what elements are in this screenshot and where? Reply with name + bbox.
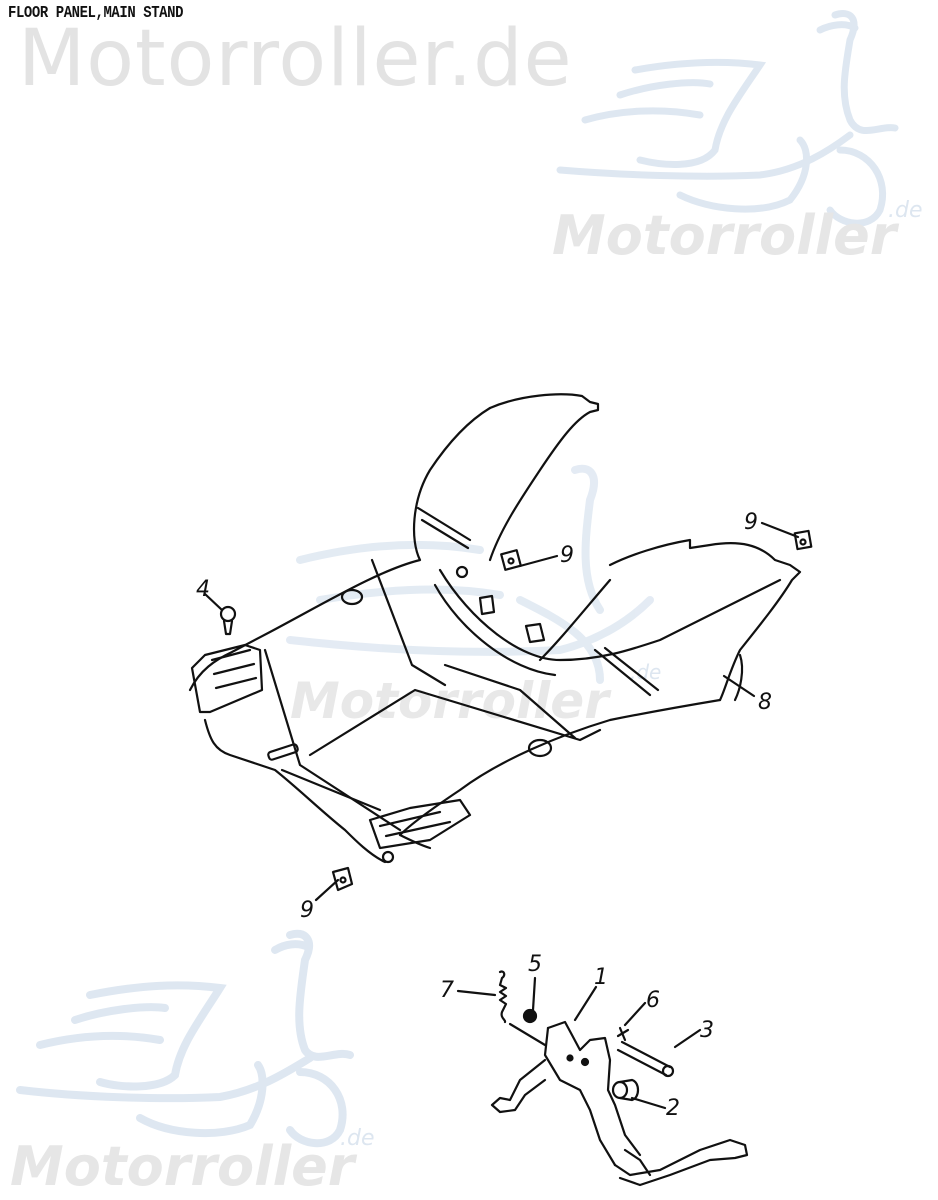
clip-nut-part bbox=[793, 529, 813, 551]
callout-6: 6 bbox=[646, 988, 660, 1013]
callout-7: 7 bbox=[440, 978, 454, 1003]
leader-line-9c bbox=[314, 878, 340, 902]
watermark-brand-top: Motorroller bbox=[552, 204, 897, 267]
leader-line-8 bbox=[722, 674, 756, 698]
watermark-suffix-bottom: .de bbox=[340, 1126, 375, 1151]
leader-line-4 bbox=[203, 592, 224, 612]
callout-3: 3 bbox=[700, 1018, 714, 1043]
callout-1: 1 bbox=[594, 965, 608, 990]
scooter-silhouette-icon bbox=[556, 10, 899, 227]
callout-9b: 9 bbox=[744, 510, 758, 535]
diagram-title: FLOOR PANEL,MAIN STAND bbox=[8, 4, 184, 23]
clip-nut-part bbox=[331, 866, 354, 892]
callout-9a: 9 bbox=[560, 543, 574, 568]
scooter-silhouette-icon bbox=[16, 929, 354, 1148]
clip-nut-part bbox=[500, 549, 522, 571]
main-stand-assembly bbox=[456, 970, 749, 1187]
callout-4: 4 bbox=[196, 577, 210, 602]
callout-5: 5 bbox=[528, 952, 542, 977]
leader-line-9a bbox=[518, 554, 559, 568]
leader-line-9b bbox=[760, 521, 800, 539]
watermark-text-top: Motorroller.de bbox=[18, 14, 573, 104]
callout-8: 8 bbox=[758, 690, 772, 715]
callout-9c: 9 bbox=[300, 898, 314, 923]
callout-2: 2 bbox=[666, 1096, 680, 1121]
watermark-brand-bottom: Motorroller bbox=[10, 1135, 355, 1198]
bolt-part bbox=[219, 605, 237, 636]
floor-panel-part bbox=[188, 393, 802, 864]
watermark-suffix-top: .de bbox=[888, 198, 923, 223]
